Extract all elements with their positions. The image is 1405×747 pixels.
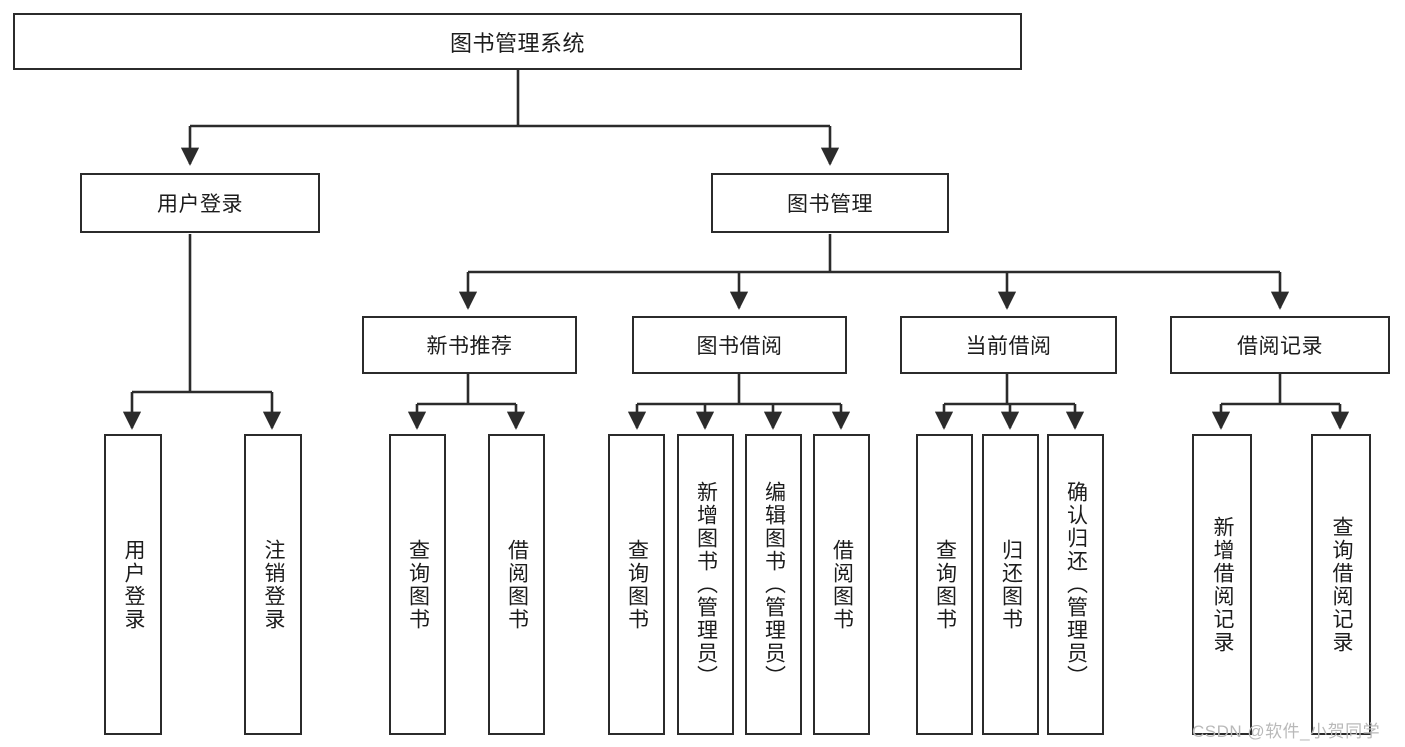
node-label: 查询图书 <box>933 538 957 631</box>
leaf-query-books-current[interactable]: 查询图书 <box>916 434 973 735</box>
node-book-borrow[interactable]: 图书借阅 <box>632 316 847 374</box>
node-label: 注销登录 <box>262 538 286 631</box>
leaf-add-book-admin[interactable]: 新增图书（管理员） <box>677 434 734 735</box>
node-label: 查询图书 <box>406 538 430 631</box>
node-borrow-record[interactable]: 借阅记录 <box>1170 316 1390 374</box>
node-label: 用户登录 <box>122 538 146 631</box>
node-label: 新增借阅记录 <box>1211 515 1235 654</box>
node-label: 查询借阅记录 <box>1330 515 1354 654</box>
node-label: 图书借阅 <box>696 335 783 358</box>
leaf-add-borrow-record[interactable]: 新增借阅记录 <box>1192 434 1252 735</box>
node-label: 编辑图书（管理员） <box>762 481 786 688</box>
node-label: 确认归还（管理员） <box>1064 481 1088 688</box>
node-book-management[interactable]: 图书管理 <box>711 173 949 233</box>
node-label: 用户登录 <box>157 193 243 216</box>
leaf-borrow-books-recommend[interactable]: 借阅图书 <box>488 434 545 735</box>
node-label: 借阅记录 <box>1237 335 1323 358</box>
node-label: 查询图书 <box>625 538 649 631</box>
leaf-confirm-return-admin[interactable]: 确认归还（管理员） <box>1047 434 1104 735</box>
leaf-borrow-books[interactable]: 借阅图书 <box>813 434 870 735</box>
leaf-logout[interactable]: 注销登录 <box>244 434 302 735</box>
node-new-book-recommend[interactable]: 新书推荐 <box>362 316 577 374</box>
node-user-login[interactable]: 用户登录 <box>80 173 320 233</box>
watermark-text: CSDN @软件_小贺同学 <box>1192 722 1381 741</box>
leaf-query-borrow-record[interactable]: 查询借阅记录 <box>1311 434 1371 735</box>
leaf-edit-book-admin[interactable]: 编辑图书（管理员） <box>745 434 802 735</box>
node-root-book-management-system[interactable]: 图书管理系统 <box>13 13 1022 70</box>
node-label: 当前借阅 <box>965 335 1052 358</box>
node-label: 归还图书 <box>999 538 1023 631</box>
node-label: 新书推荐 <box>426 335 513 358</box>
node-label: 图书管理系统 <box>449 30 585 56</box>
node-current-borrow[interactable]: 当前借阅 <box>900 316 1117 374</box>
leaf-query-books-borrow[interactable]: 查询图书 <box>608 434 665 735</box>
leaf-query-books-recommend[interactable]: 查询图书 <box>389 434 446 735</box>
node-label: 借阅图书 <box>505 538 529 631</box>
leaf-return-books[interactable]: 归还图书 <box>982 434 1039 735</box>
node-label: 图书管理 <box>787 193 873 216</box>
node-label: 借阅图书 <box>830 538 854 631</box>
node-label: 新增图书（管理员） <box>694 481 718 688</box>
leaf-user-login[interactable]: 用户登录 <box>104 434 162 735</box>
